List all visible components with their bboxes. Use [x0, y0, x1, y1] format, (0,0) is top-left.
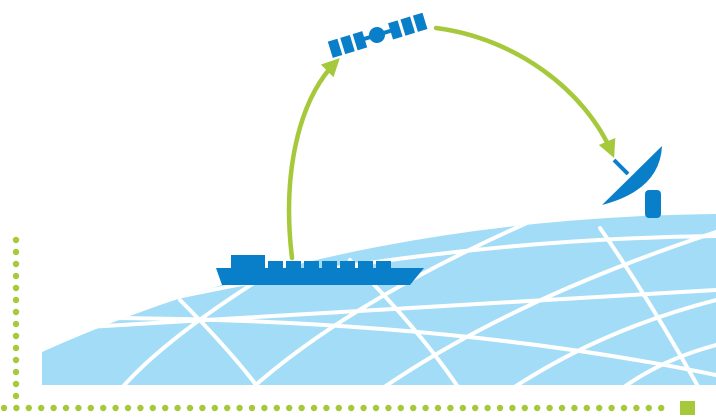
uplink-arrow: [289, 62, 336, 258]
border-dot: [422, 405, 428, 411]
border-dot: [13, 321, 19, 327]
border-dot: [13, 357, 19, 363]
border-dot: [249, 405, 255, 411]
border-dot: [13, 333, 19, 339]
satellite-icon: [328, 13, 428, 58]
border-dot: [522, 405, 528, 411]
border-dot: [410, 405, 416, 411]
border-dot: [13, 309, 19, 315]
earth-surface: [40, 214, 716, 390]
border-dot: [596, 405, 602, 411]
border-dot: [187, 405, 193, 411]
border-dot: [100, 405, 106, 411]
border-dot: [435, 405, 441, 411]
border-dot: [150, 405, 156, 411]
border-dot: [125, 405, 131, 411]
border-dot: [13, 285, 19, 291]
border-dot: [236, 405, 242, 411]
border-dot: [658, 405, 664, 411]
border-dot: [63, 405, 69, 411]
border-dot: [13, 237, 19, 243]
border-dot: [13, 405, 19, 411]
border-dot: [1, 405, 7, 411]
border-dot: [460, 405, 466, 411]
border-dot: [546, 405, 552, 411]
border-dot: [373, 405, 379, 411]
border-dot: [112, 405, 118, 411]
border-dot: [13, 381, 19, 387]
border-dot: [13, 297, 19, 303]
border-dot: [509, 405, 515, 411]
border-dot: [13, 273, 19, 279]
border-dot: [298, 405, 304, 411]
border-dot: [484, 405, 490, 411]
downlink-arrow: [436, 28, 612, 153]
border-dot: [571, 405, 577, 411]
dotted-border-horizontal: [1, 405, 665, 411]
border-dot: [385, 405, 391, 411]
border-dot: [212, 405, 218, 411]
dotted-border-vertical: [13, 237, 19, 399]
border-dot: [398, 405, 404, 411]
border-dot: [224, 405, 230, 411]
border-dot: [584, 405, 590, 411]
dotted-border-end-square: [680, 401, 695, 415]
border-dot: [559, 405, 565, 411]
border-dot: [75, 405, 81, 411]
border-dot: [286, 405, 292, 411]
border-dot: [360, 405, 366, 411]
satellite-dish-icon: [602, 146, 662, 218]
border-dot: [38, 405, 44, 411]
border-dot: [13, 345, 19, 351]
border-dot: [646, 405, 652, 411]
border-dot: [13, 393, 19, 399]
border-dot: [88, 405, 94, 411]
border-dot: [447, 405, 453, 411]
border-dot: [13, 261, 19, 267]
border-dot: [199, 405, 205, 411]
border-dot: [633, 405, 639, 411]
border-dot: [274, 405, 280, 411]
border-dot: [50, 405, 56, 411]
border-dot: [162, 405, 168, 411]
border-dot: [348, 405, 354, 411]
border-dot: [26, 405, 32, 411]
border-dot: [13, 249, 19, 255]
border-dot: [534, 405, 540, 411]
border-dot: [472, 405, 478, 411]
border-dot: [323, 405, 329, 411]
border-dot: [311, 405, 317, 411]
border-dot: [497, 405, 503, 411]
border-dot: [261, 405, 267, 411]
border-dot: [174, 405, 180, 411]
border-dot: [336, 405, 342, 411]
border-dot: [608, 405, 614, 411]
border-dot: [137, 405, 143, 411]
border-dot: [621, 405, 627, 411]
border-dot: [13, 369, 19, 375]
